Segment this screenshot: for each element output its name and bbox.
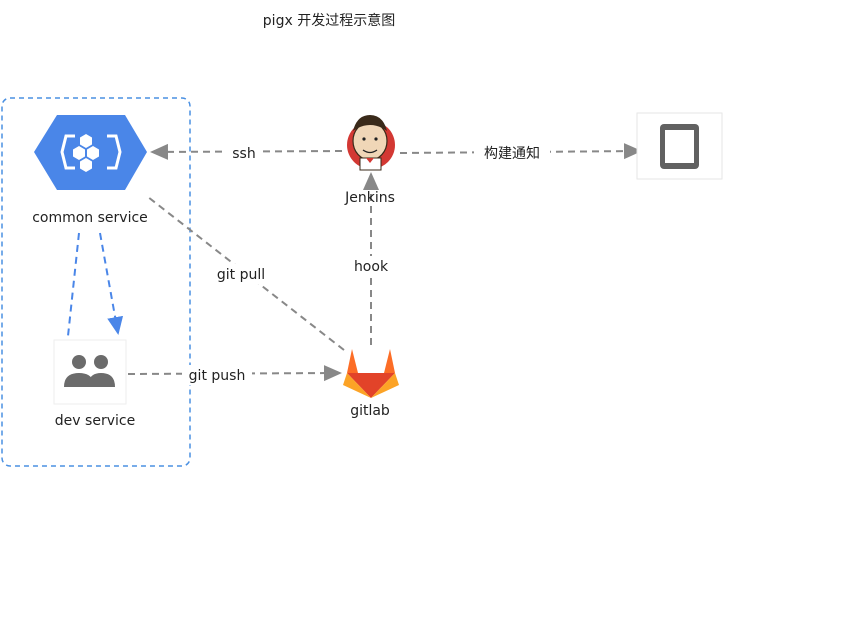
ssh-label: ssh: [232, 146, 255, 162]
notify-device-node[interactable]: [636, 112, 723, 180]
hook-label: hook: [354, 259, 389, 275]
blue-dependency-line: [67, 232, 80, 337]
blue-dependency-arrow: [99, 232, 124, 335]
gitlab-label: gitlab: [350, 403, 390, 419]
gitlab-fox-icon: [343, 349, 399, 398]
git-push-label-bg: [182, 365, 252, 385]
hook-label-bg: [348, 256, 394, 276]
diagram-title: pigx 开发过程示意图: [263, 12, 395, 29]
dev-service-card: [53, 339, 127, 405]
jenkins-label: Jenkins: [344, 190, 395, 206]
common-service-label: common service: [32, 210, 148, 226]
ssh-arrow: [150, 143, 343, 160]
people-icon: [64, 355, 115, 387]
build-notify-label: 构建通知: [484, 145, 540, 162]
jenkins-node[interactable]: Jenkins: [344, 115, 395, 206]
git-pull-label-bg: [210, 264, 272, 284]
build-notify-label-bg: [474, 142, 550, 164]
common-service-node[interactable]: common service: [32, 115, 148, 226]
dev-service-node[interactable]: dev service: [53, 339, 135, 429]
dev-service-label: dev service: [55, 413, 135, 429]
tablet-icon: [660, 124, 699, 169]
jenkins-butler-icon: [347, 115, 395, 171]
hex-cluster-icon: [60, 134, 122, 172]
ssh-label-bg: [226, 143, 262, 163]
git-pull-label: git pull: [217, 267, 265, 283]
git-push-label: git push: [189, 368, 246, 384]
gitlab-node[interactable]: gitlab: [343, 349, 399, 419]
service-group-boundary: [1, 97, 191, 467]
